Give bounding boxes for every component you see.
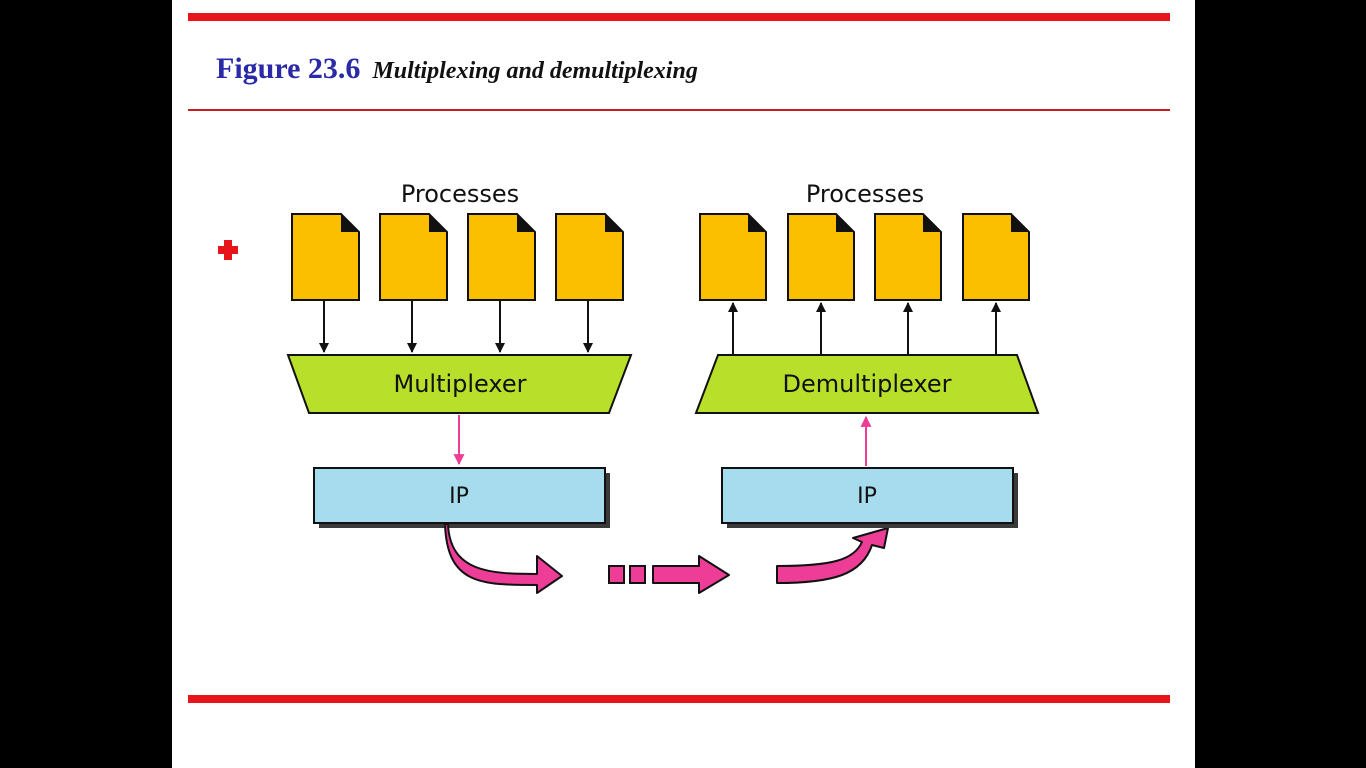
right-process-4 — [962, 213, 1030, 301]
right-process-3 — [874, 213, 942, 301]
ellipsis-square-2 — [629, 565, 646, 584]
red-cross-bullet-icon — [218, 240, 238, 260]
right-process-1 — [699, 213, 767, 301]
demultiplexer-box: Demultiplexer — [694, 354, 1040, 414]
left-ip-label: IP — [449, 484, 469, 509]
figure-number: Figure 23.6 — [216, 52, 361, 85]
top-red-rule — [188, 13, 1170, 21]
right-process-2 — [787, 213, 855, 301]
right-curved-arrow — [776, 527, 889, 584]
right-processes-group: Processes — [699, 180, 1030, 354]
left-processes-group: Processes — [291, 180, 624, 353]
bottom-red-rule — [188, 695, 1170, 703]
right-ip-label: IP — [857, 484, 877, 509]
left-process-3 — [467, 213, 536, 301]
ellipsis-square-1 — [608, 565, 625, 584]
title-divider — [188, 109, 1170, 111]
left-process-2 — [379, 213, 448, 301]
left-process-4 — [555, 213, 624, 301]
right-ip-box: IP — [721, 467, 1018, 528]
right-processes-label: Processes — [806, 180, 924, 208]
left-curved-arrow — [444, 523, 563, 594]
multiplexer-box: Multiplexer — [286, 354, 633, 414]
left-ip-box: IP — [313, 467, 610, 528]
slide-number: 23.9 — [2, 734, 45, 759]
left-processes-label: Processes — [401, 180, 519, 208]
middle-straight-arrow — [652, 555, 730, 594]
figure-title: Figure 23.6 Multiplexing and demultiplexi… — [216, 52, 698, 86]
left-process-1 — [291, 213, 360, 301]
slide: Figure 23.6 Multiplexing and demultiplexi… — [172, 0, 1195, 768]
demultiplexer-label: Demultiplexer — [783, 370, 952, 398]
figure-caption: Multiplexing and demultiplexing — [372, 58, 698, 84]
mux-demux-diagram: Processes Multiplexe — [286, 180, 1040, 594]
multiplexer-label: Multiplexer — [393, 370, 526, 398]
